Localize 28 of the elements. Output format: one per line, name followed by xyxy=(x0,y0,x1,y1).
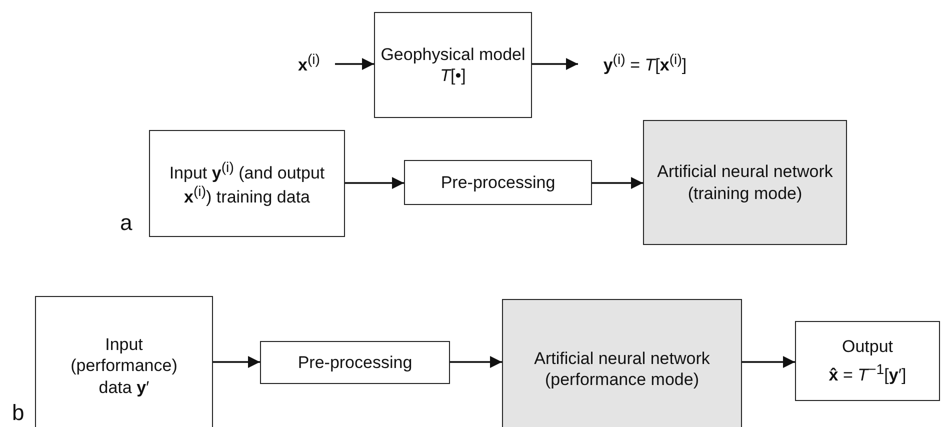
process-box xyxy=(374,12,532,118)
box-label: Pre-processing xyxy=(298,352,412,374)
formula-text: x$^{(i)}$ xyxy=(298,52,320,76)
panel-letter: b xyxy=(12,400,24,426)
arrow xyxy=(450,356,502,368)
process-box xyxy=(795,321,940,401)
process-box xyxy=(35,296,213,427)
arrow xyxy=(345,177,404,189)
arrow xyxy=(742,356,795,368)
process-box xyxy=(149,130,345,237)
box-label: Output xyxy=(842,336,894,358)
panel-letter: a xyxy=(120,210,132,236)
formula-text: x̂ = T$^{−1}$[y′] xyxy=(828,362,906,386)
network-box xyxy=(643,120,847,245)
box-label: Pre-processing xyxy=(440,172,556,194)
arrow xyxy=(592,177,643,189)
box-label: Input y$^{(i)}$ (and output x$^{(i)}$) training data xyxy=(168,160,326,208)
box-label: Artificial neural network (performance mode) xyxy=(533,348,711,390)
box-label: Artificial neural network (training mode) xyxy=(656,161,834,204)
box-label: Input (performance) data y′ xyxy=(70,334,178,398)
process-box xyxy=(260,341,450,384)
box-label: Geophysical model T[•] xyxy=(380,44,526,86)
network-box xyxy=(502,299,742,427)
process-box xyxy=(404,160,592,205)
arrow xyxy=(532,58,578,70)
arrow xyxy=(335,58,374,70)
formula-text: y$^{(i)}$ = T[x$^{(i)}$] xyxy=(603,52,687,76)
arrow xyxy=(213,356,260,368)
